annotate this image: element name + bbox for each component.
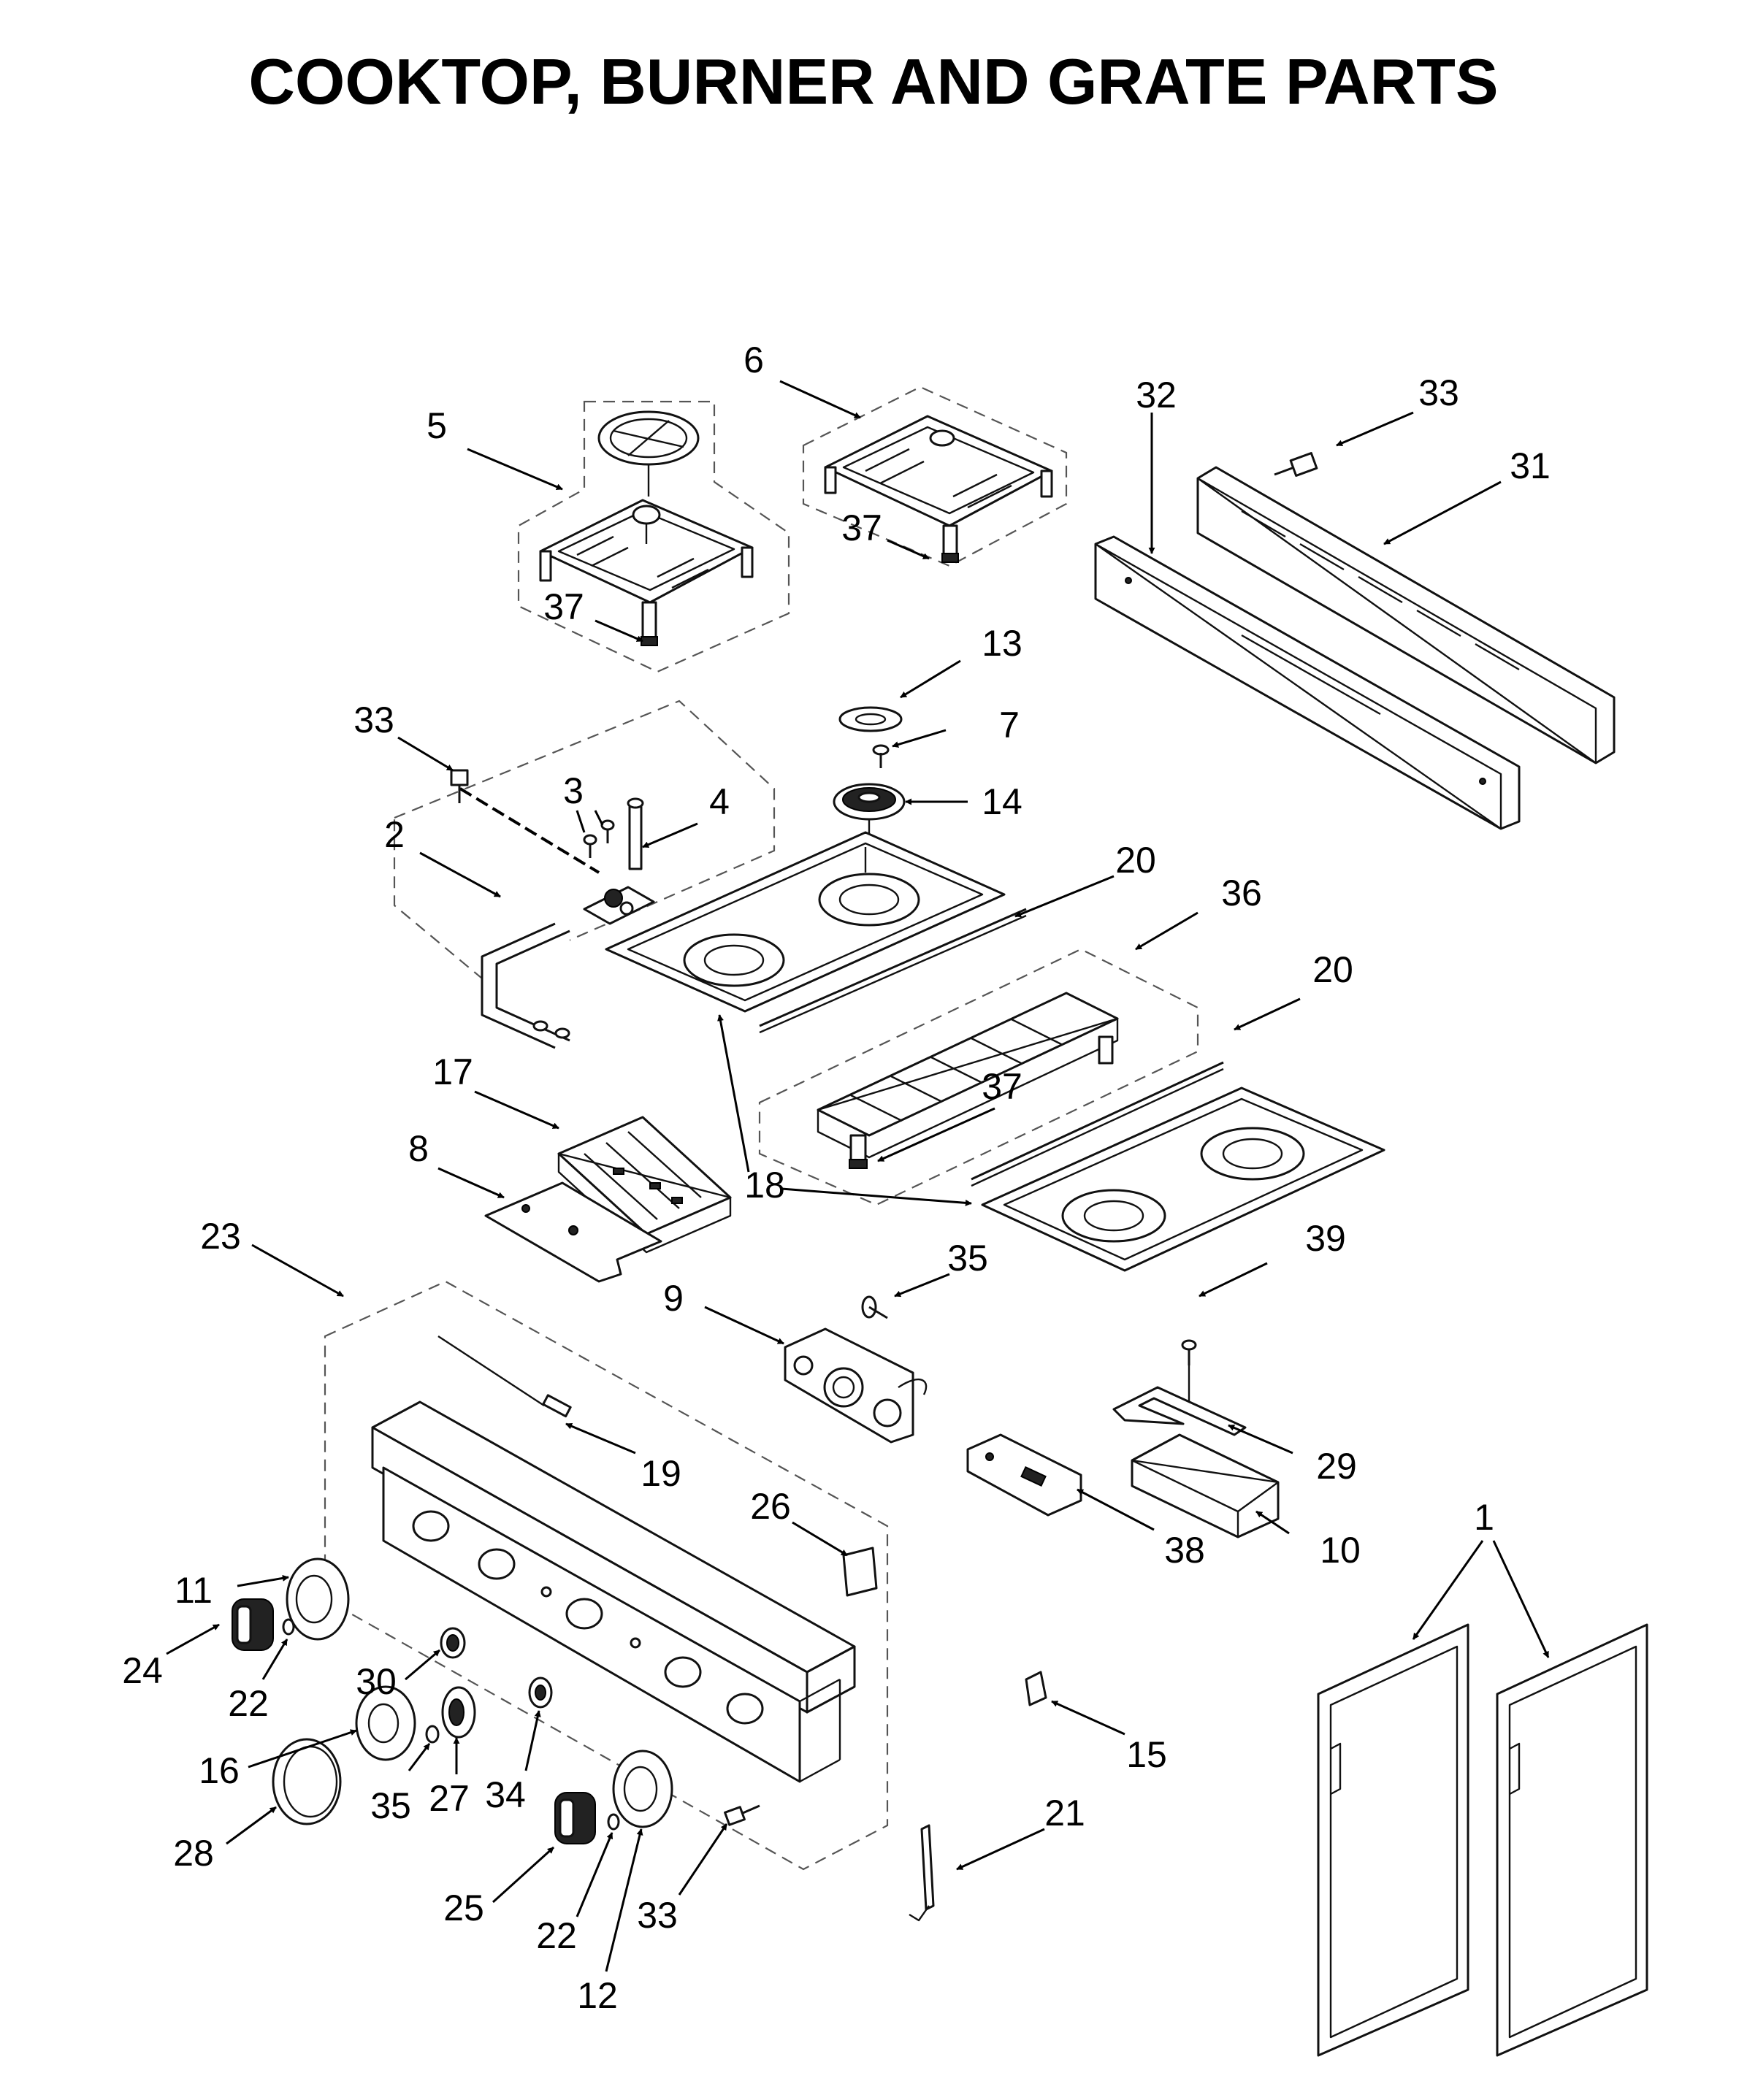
callout-13: 13 xyxy=(982,623,1022,664)
callout-16: 16 xyxy=(199,1750,240,1791)
grate-assembly-6 xyxy=(802,386,1068,567)
burner-grate-36 xyxy=(817,992,1119,1169)
callout-37-grate6: 37 xyxy=(841,507,882,548)
callout-37-box: 37 xyxy=(982,1066,1022,1107)
screw-7 xyxy=(872,744,890,768)
burner-tray-left xyxy=(605,831,1006,1013)
knob-24 xyxy=(232,1598,274,1651)
callout-25: 25 xyxy=(443,1888,484,1928)
callout-3: 3 xyxy=(563,770,584,811)
callout-17: 17 xyxy=(432,1051,473,1092)
callout-18: 18 xyxy=(744,1165,785,1206)
leader-lines xyxy=(166,380,1550,1972)
callout-33-mid: 33 xyxy=(353,700,394,740)
screw-3 xyxy=(583,819,615,858)
spark-module-9 xyxy=(784,1327,928,1444)
callout-8: 8 xyxy=(408,1128,429,1169)
callout-2: 2 xyxy=(384,814,405,855)
back-trim-32 xyxy=(1094,535,1521,830)
callout-22-right: 22 xyxy=(536,1915,577,1956)
knob-34 xyxy=(528,1676,553,1709)
callout-36: 36 xyxy=(1221,873,1262,913)
callout-labels: 5 6 32 33 31 37 37 13 7 33 3 4 14 2 20 3… xyxy=(122,340,1551,2016)
callout-23: 23 xyxy=(200,1216,241,1257)
callout-15: 15 xyxy=(1126,1734,1167,1775)
callout-4: 4 xyxy=(709,781,730,822)
insulation-8 xyxy=(484,1181,662,1283)
grate-assembly-5 xyxy=(517,400,790,673)
dashed-box-36 xyxy=(758,948,1199,1206)
callout-7: 7 xyxy=(999,705,1020,746)
screw-39 xyxy=(1181,1339,1197,1365)
callout-1: 1 xyxy=(1474,1497,1494,1538)
callout-35-top: 35 xyxy=(947,1238,988,1279)
callout-21: 21 xyxy=(1044,1793,1085,1833)
callout-20-left: 20 xyxy=(1115,840,1156,881)
knob-bezel-12 xyxy=(612,1750,673,1828)
bracket-21 xyxy=(909,1824,935,1922)
gasket-20-left xyxy=(759,908,1027,1034)
control-board-17 xyxy=(557,1116,732,1254)
callout-14: 14 xyxy=(982,781,1022,822)
callout-33-bottom: 33 xyxy=(637,1895,678,1936)
module-38 xyxy=(966,1433,1082,1517)
control-panel-23 xyxy=(371,1335,856,1783)
callout-10: 10 xyxy=(1320,1530,1361,1571)
bracket-15 xyxy=(1025,1671,1047,1706)
switch-27 xyxy=(441,1686,476,1739)
manifold-2 xyxy=(450,769,655,1049)
callout-22-left: 22 xyxy=(228,1683,269,1724)
callout-26: 26 xyxy=(750,1486,791,1527)
burner-tray-right xyxy=(981,1087,1385,1272)
callout-29: 29 xyxy=(1316,1446,1357,1487)
callout-39: 39 xyxy=(1305,1218,1346,1259)
screw-33-top xyxy=(1274,452,1318,477)
screw-33-bottom xyxy=(724,1804,760,1826)
bracket-29 xyxy=(1112,1365,1247,1436)
burner-head-14 xyxy=(833,783,906,847)
box-10 xyxy=(1131,1433,1280,1538)
callout-34: 34 xyxy=(485,1774,526,1815)
callout-27: 27 xyxy=(429,1778,470,1819)
igniter-4 xyxy=(627,797,644,870)
knob-30 xyxy=(440,1627,466,1659)
callout-24: 24 xyxy=(122,1650,163,1691)
callout-19: 19 xyxy=(641,1453,681,1494)
callout-20-right: 20 xyxy=(1312,949,1353,990)
screw-35-top xyxy=(861,1295,888,1319)
callout-32: 32 xyxy=(1136,375,1177,415)
gasket-20-right xyxy=(971,1061,1224,1187)
back-trim-31 xyxy=(1196,466,1616,764)
badge-26 xyxy=(842,1547,878,1597)
knob-25 xyxy=(554,1792,596,1844)
callout-31: 31 xyxy=(1510,445,1551,486)
callout-12: 12 xyxy=(577,1975,618,2016)
callout-33-top: 33 xyxy=(1418,372,1459,413)
callout-38: 38 xyxy=(1164,1530,1205,1571)
callout-37-grate5: 37 xyxy=(543,586,584,627)
callout-30: 30 xyxy=(356,1661,397,1702)
callout-5: 5 xyxy=(427,405,447,446)
callout-11: 11 xyxy=(175,1570,213,1611)
callout-6: 6 xyxy=(743,340,764,380)
ring-28 xyxy=(272,1738,342,1825)
dashed-box-2 xyxy=(393,700,776,980)
knob-bezel-11 xyxy=(286,1557,350,1641)
page-title: COOKTOP, BURNER AND GRATE PARTS xyxy=(248,45,1498,118)
callout-35-bottom: 35 xyxy=(370,1785,411,1826)
screw-35-bottom xyxy=(425,1725,440,1744)
bezel-16 xyxy=(355,1685,416,1761)
callout-9: 9 xyxy=(663,1278,684,1319)
side-panel-1-left xyxy=(1317,1623,1469,2057)
screw-22-right xyxy=(607,1813,620,1831)
screw-22-left xyxy=(282,1618,295,1636)
callout-28: 28 xyxy=(173,1833,214,1874)
burner-cap-13 xyxy=(838,706,903,732)
side-panel-1-right xyxy=(1496,1623,1648,2057)
